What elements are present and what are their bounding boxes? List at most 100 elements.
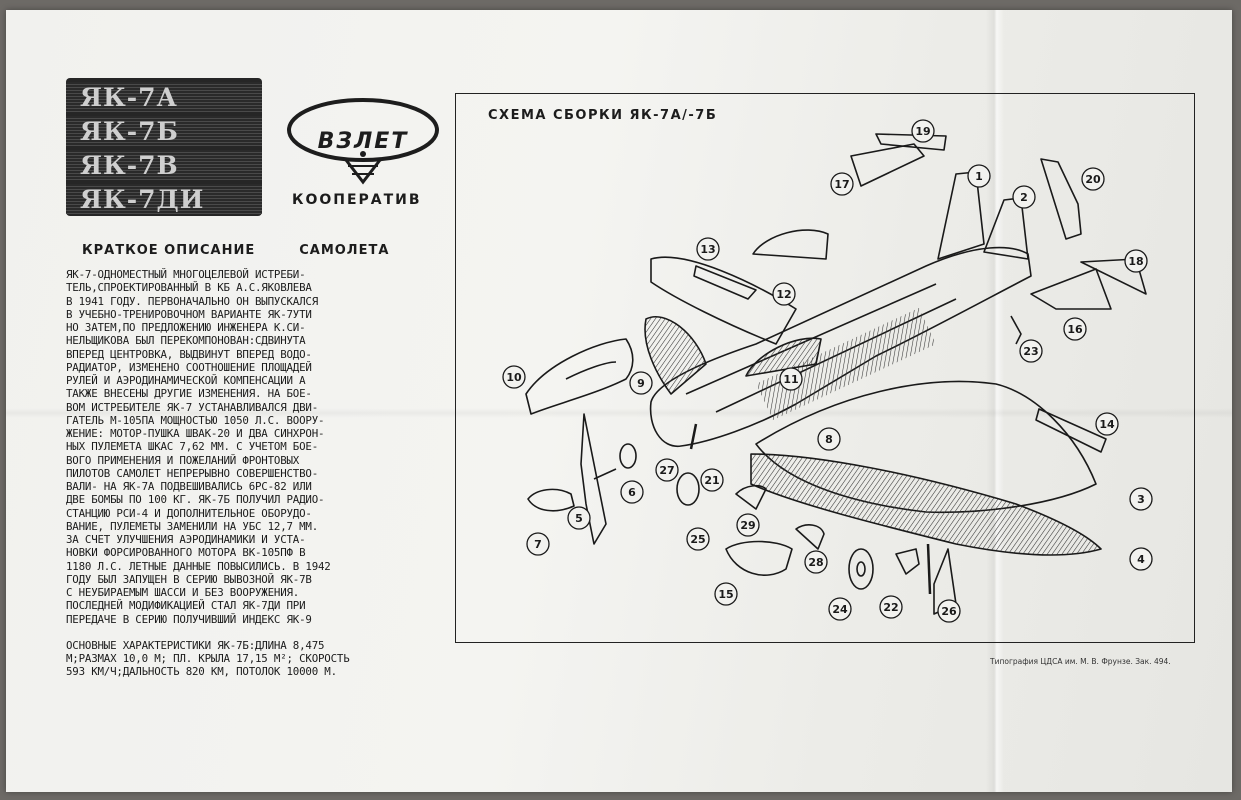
part-number-label: 13: [700, 243, 715, 256]
gear-cover-part: [933, 548, 957, 615]
part-callout-circle: [911, 119, 935, 143]
part-number-label: 8: [825, 433, 833, 446]
part-callout-circle: [830, 172, 854, 196]
part-number-label: 21: [704, 474, 719, 487]
rudder-part: [1040, 158, 1082, 240]
description-line: ТЕЛЬ,СПРОЕКТИРОВАННЫЙ В КБ А.С.ЯКОВЛЕВА: [66, 281, 312, 295]
aircraft-description: ЯК-7-ОДНОМЕСТНЫЙ МНОГОЦЕЛЕВОЙ ИСТРЕБИ-ТЕ…: [66, 268, 450, 679]
part-number-label: 27: [659, 464, 674, 477]
description-line: ПЕРЕДАЧЕ В СЕРИЮ ПОЛУЧИВШИЙ ИНДЕКС ЯК-9: [66, 612, 312, 626]
part-number-label: 11: [783, 373, 798, 386]
part-number-label: 19: [915, 125, 930, 138]
description-line: ДВЕ БОМБЫ ПО 100 КГ. ЯК-7Б ПОЛУЧИЛ РАДИО…: [66, 493, 325, 507]
description-line: ЗА СЧЕТ УЛУЧШЕНИЯ АЭРОДИНАМИКИ И УСТА-: [66, 533, 306, 546]
description-line: С НЕУБИРАЕМЫМ ШАССИ И БЕЗ ВООРУЖЕНИЯ.: [66, 586, 300, 599]
part-number-label: 22: [883, 601, 898, 614]
gear-leg-part: [926, 543, 932, 595]
aerial-mast-part: [1010, 315, 1022, 345]
fairing-part: [795, 524, 825, 550]
description-line: В УЧЕБНО-ТРЕНИРОВОЧНОМ ВАРИАНТЕ ЯК-7УТИ: [66, 307, 312, 321]
description-line: ПОСЛЕДНЕЙ МОДИФИКАЦИЕЙ СТАЛ ЯК-7ДИ ПРИ: [66, 599, 306, 613]
part-callout-circle: [655, 458, 679, 482]
part-number-label: 29: [740, 519, 755, 532]
spinner-part: [527, 488, 575, 512]
part-number-label: 5: [575, 512, 583, 525]
description-line: НОВКИ ФОРСИРОВАННОГО МОТОРА ВК-105ПФ В: [66, 546, 306, 560]
propeller-blade-part: [580, 413, 607, 545]
description-line: ЯК-7-ОДНОМЕСТНЫЙ МНОГОЦЕЛЕВОЙ ИСТРЕБИ-: [66, 268, 306, 281]
exhaust-part: [735, 484, 767, 510]
engine-cowl-part: [525, 338, 634, 415]
paper-fold-horizontal: [6, 408, 1232, 418]
part-number-label: 25: [690, 533, 705, 546]
description-line: РУЛЕЙ И АЭРОДИНАМИЧЕСКОЙ КОМПЕНСАЦИИ А: [66, 374, 306, 387]
part-callout-circle: [620, 480, 644, 504]
model-name-7v: ЯК-7В: [80, 150, 179, 180]
model-name-7a: ЯК-7А: [80, 82, 178, 112]
part-number-label: 18: [1128, 255, 1143, 268]
cooperative-label: КООПЕРАТИВ: [292, 192, 422, 208]
main-wheel-part: [848, 548, 874, 590]
part-number-label: 12: [776, 288, 791, 301]
description-line: ГАТЕЛЬ М-105ПА МОЩНОСТЬЮ 1050 Л.С. ВООРУ…: [66, 413, 325, 427]
model-name: ЯК-7А: [66, 82, 262, 112]
description-line: ВОМ ИСТРЕБИТЕЛЕ ЯК-7 УСТАНАВЛИВАЛСЯ ДВИ-: [66, 400, 319, 414]
diagram-title: СХЕМА СБОРКИ ЯК-7А/-7Б: [488, 108, 718, 123]
part-callout-circle: [696, 237, 720, 261]
tailplane-part: [850, 143, 925, 187]
part-number-label: 14: [1099, 418, 1115, 431]
part-callout-circle: [804, 550, 828, 574]
tail-wheel-strut-part: [689, 423, 698, 450]
heading-left: КРАТКОЕ ОПИСАНИЕ: [82, 243, 256, 258]
model-name: ЯК-7В: [66, 150, 262, 180]
description-line: ГОДУ БЫЛ ЗАПУЩЕН В СЕРИЮ ВЫВОЗНОЙ ЯК-7В: [66, 572, 312, 586]
part-callout-circle: [1081, 167, 1105, 191]
spec-line: ОСНОВНЫЕ ХАРАКТЕРИСТИКИ ЯК-7Б:ДЛИНА 8,47…: [66, 638, 325, 652]
gear-door-part: [895, 548, 920, 575]
description-paragraph: ЯК-7-ОДНОМЕСТНЫЙ МНОГОЦЕЛЕВОЙ ИСТРЕБИ-ТЕ…: [66, 268, 450, 626]
vzlet-logo: ВЗЛЕТ: [284, 96, 444, 216]
part-number-label: 28: [808, 556, 823, 569]
part-callout-circle: [567, 506, 591, 530]
description-line: ПИЛОТОВ САМОЛЕТ НЕПРЕРЫВНО СОВЕРШЕНСТВО-: [66, 466, 319, 480]
part-callout-circle: [1063, 317, 1087, 341]
assembly-diagram: СХЕМА СБОРКИ ЯК-7А/-7Б: [455, 93, 1195, 643]
model-name: ЯК-7Б: [66, 116, 262, 146]
part-number-label: 15: [718, 588, 733, 601]
part-callout-circle: [714, 582, 738, 606]
part-callout-circle: [1129, 547, 1153, 571]
part-callout-circle: [629, 371, 653, 395]
part-number-label: 24: [832, 603, 848, 616]
description-line: ВОГО ПРИМЕНЕНИЯ И ПОЖЕЛАНИЙ ФРОНТОВЫХ: [66, 453, 300, 467]
description-line: РАДИАТОР, ИЗМЕНЕНО СООТНОШЕНИЕ ПЛОЩАДЕЙ: [66, 360, 312, 374]
part-callout-circle: [1124, 249, 1148, 273]
description-line: ЖЕНИЕ: МОТОР-ПУШКА ШВАК-20 И ДВА СИНХРОН…: [66, 427, 325, 440]
part-number-label: 9: [637, 377, 645, 390]
description-line: СТАНЦИЮ РСИ-4 И ДОПОЛНИТЕЛЬНОЕ ОБОРУДО-: [66, 506, 312, 520]
part-callout-circle: [1095, 412, 1119, 436]
part-number-label: 2: [1020, 191, 1028, 204]
part-callout-circle: [772, 282, 796, 306]
tail-wheel-part: [676, 472, 700, 506]
part-callout-circle: [686, 527, 710, 551]
part-callout-circle: [879, 595, 903, 619]
description-line: НЕЛЬЩИКОВА БЫЛ ПЕРЕКОМПОНОВАН:СДВИНУТА: [66, 334, 306, 348]
part-callout-circle: [937, 599, 961, 623]
part-callout-circle: [736, 513, 760, 537]
spec-line: 593 КМ/Ч;ДАЛЬНОСТЬ 820 КМ, ПОТОЛОК 10000…: [66, 665, 337, 679]
description-line: ВАНИЕ, ПУЛЕМЕТЫ ЗАМЕНИЛИ НА УБС 12,7 ММ.: [66, 519, 319, 533]
description-line: 1180 Л.С. ЛЕТНЫЕ ДАННЫЕ ПОВЫСИЛИСЬ. В 19…: [66, 559, 331, 573]
part-number-label: 17: [834, 178, 849, 191]
part-callout-circle: [817, 427, 841, 451]
wing-underside-part: [750, 453, 1102, 556]
left-wing-part: [650, 256, 797, 345]
description-line: НО ЗАТЕМ,ПО ПРЕДЛОЖЕНИЮ ИНЖЕНЕРА К.СИ-: [66, 321, 306, 334]
part-number-label: 1: [975, 170, 983, 183]
part-number-label: 7: [534, 538, 542, 551]
part-number-label: 16: [1067, 323, 1083, 336]
part-callout-circle: [828, 597, 852, 621]
part-callout-circle: [1019, 339, 1043, 363]
radiator-scoop-part: [752, 229, 829, 260]
